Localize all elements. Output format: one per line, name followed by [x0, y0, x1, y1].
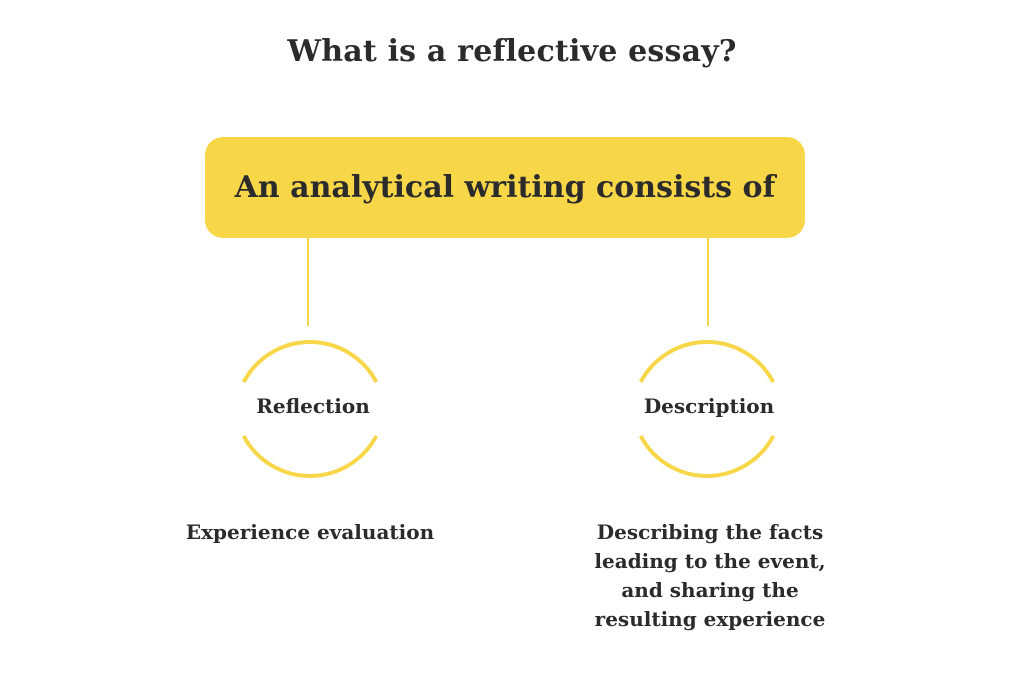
- connector-reflection: [307, 238, 309, 326]
- node-label-reflection: Reflection: [256, 394, 370, 418]
- node-label-description: Description: [643, 394, 775, 418]
- ring-description: [632, 327, 782, 478]
- caption-description-line-1: Describing the facts: [596, 520, 824, 544]
- caption-description: Describing the facts leading to the even…: [570, 518, 850, 634]
- connector-description: [707, 238, 709, 326]
- caption-description-line-4: resulting experience: [594, 607, 826, 631]
- caption-reflection-line-1: Experience evaluation: [185, 520, 435, 544]
- root-box: An analytical writing consists of: [205, 137, 805, 238]
- diagram-title: What is a reflective essay?: [287, 34, 737, 69]
- caption-description-line-3: and sharing the: [621, 578, 799, 602]
- caption-description-line-2: leading to the event,: [594, 549, 826, 573]
- caption-reflection: Experience evaluation: [170, 518, 450, 547]
- root-box-label: An analytical writing consists of: [234, 170, 776, 205]
- ring-reflection: [235, 327, 385, 478]
